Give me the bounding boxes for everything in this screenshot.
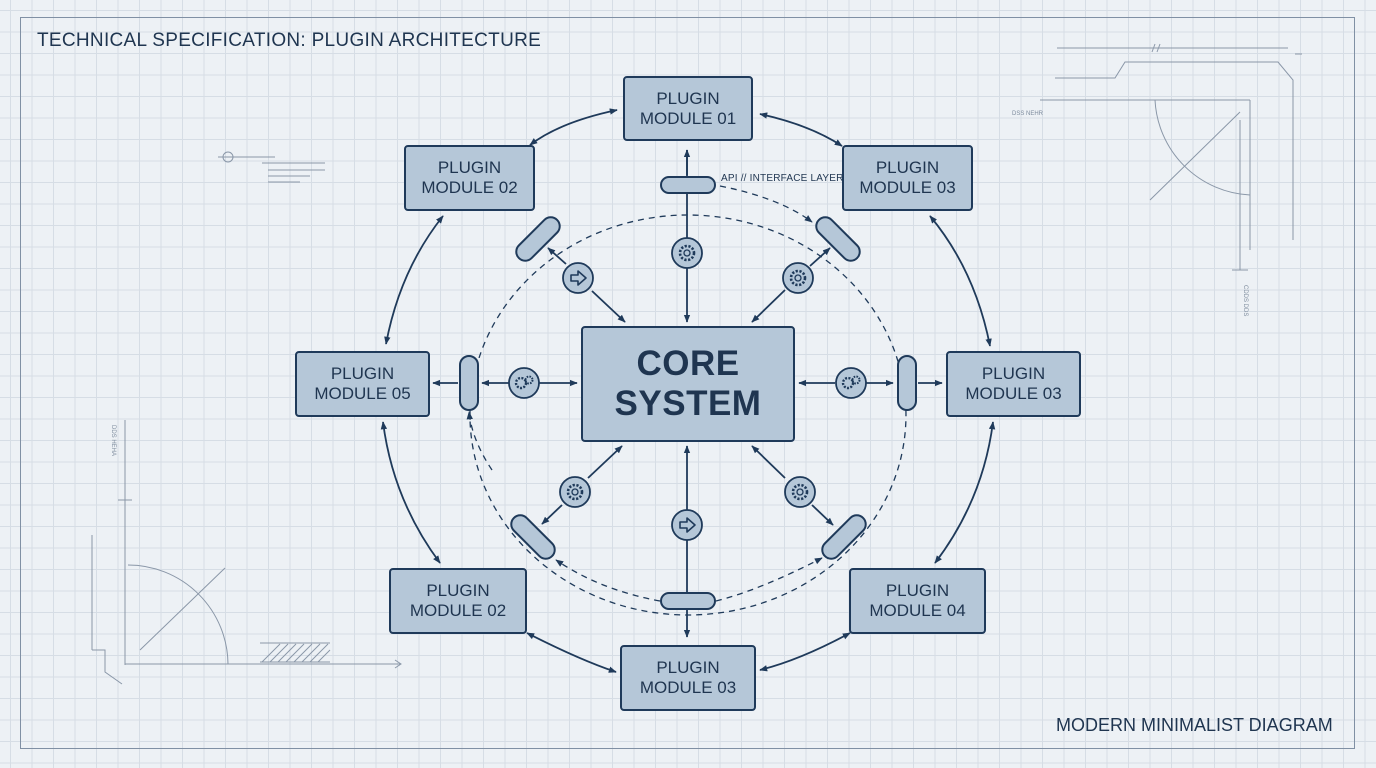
interface-pill-top-left [515,216,561,262]
interface-pill-left [459,355,479,411]
page-title: TECHNICAL SPECIFICATION: PLUGIN ARCHITEC… [37,30,542,51]
connector-m02b-m03b [526,632,617,673]
plugin-module-02-top-left[interactable]: PLUGIN MODULE 02 [404,145,535,211]
module-label-line2: MODULE 02 [421,178,518,197]
interface-pill-bottom-left [510,514,556,560]
dashed-ring-arrow-left [466,411,493,471]
spoke-top-left-a [591,290,626,323]
connector-m03-m03r [929,215,992,347]
plugin-module-03-right[interactable]: PLUGIN MODULE 03 [946,351,1081,417]
spoke-top-right-a [751,289,786,323]
sketch-label-top-right: DSS NEHR [1012,111,1044,117]
spoke-top-left-b [547,247,567,265]
interface-pills [459,176,917,610]
gear-icon-bottom-left [559,476,591,508]
sketch-top-left [218,151,325,183]
module-label-line1: PLUGIN [875,158,940,177]
module-label-line1: PLUGIN [330,364,395,383]
sketch-label-right-side: CDDS DDS [1242,285,1248,316]
plugin-module-03-top-right[interactable]: PLUGIN MODULE 03 [842,145,973,211]
gear-icon-top-right [782,262,814,294]
plugin-module-02-bottom-left[interactable]: PLUGIN MODULE 02 [389,568,527,634]
module-label-line1: PLUGIN [656,658,720,677]
plugin-module-04-bottom-right[interactable]: PLUGIN MODULE 04 [849,568,986,634]
core-label-line1: CORE [636,344,740,383]
connector-m04-m03b [759,632,851,672]
sketch-top-right [1040,43,1302,271]
module-label-line1: PLUGIN [981,364,1046,383]
arrow-right-icon-top-left [562,262,594,294]
dashed-ring-arrow-top-right [719,185,813,223]
core-system-node[interactable]: CORE SYSTEM [581,326,795,442]
connector-m01-m03 [759,112,843,147]
interface-pill-bottom-right [821,514,867,560]
module-label-line1: PLUGIN [426,581,490,600]
sketch-bottom-left [91,420,402,685]
module-label-line1: PLUGIN [656,88,720,108]
module-label-line2: MODULE 03 [639,678,737,697]
interface-pill-bottom [660,592,716,610]
module-label-line2: MODULE 05 [314,384,411,403]
connector-m05-m02b [380,421,441,564]
blueprint-frame [20,17,1355,749]
module-label-line2: MODULE 03 [965,384,1062,403]
module-label-line2: MODULE 03 [859,178,956,197]
gear-icon-right [835,367,867,399]
interface-pill-top [660,176,716,194]
connector-m02-m05 [384,215,444,345]
module-label-line2: MODULE 01 [639,108,737,128]
spoke-bottom-left-b [541,504,563,525]
core-label-line2: SYSTEM [614,384,762,423]
sketch-label-left-side: DDS HEHA [110,425,116,456]
module-label-line1: PLUGIN [437,158,502,177]
spoke-top-right-b [809,247,831,267]
connector-m03r-m04 [934,421,996,564]
footer-label: MODERN MINIMALIST DIAGRAM [1056,715,1333,735]
outer-ring-connectors [380,108,996,673]
plugin-module-05-left[interactable]: PLUGIN MODULE 05 [295,351,430,417]
interface-pill-top-right [815,216,861,262]
dashed-ring-arrow-bottom-left [555,559,661,602]
plugin-module-03-bottom[interactable]: PLUGIN MODULE 03 [620,645,756,711]
plugin-module-01[interactable]: PLUGIN MODULE 01 [623,76,753,141]
module-label-line2: MODULE 04 [869,601,966,620]
spoke-bottom-right-a [751,445,786,479]
gear-icon-top [671,237,703,269]
hatch-pattern [261,643,331,663]
spoke-bottom-left-a [587,445,623,479]
dashed-ring-arrow-bottom-right [715,557,823,602]
connector-m01-m02 [529,108,618,146]
api-interface-label: API // INTERFACE LAYER [721,173,844,184]
arrow-right-icon-bottom [671,509,703,541]
module-label-line1: PLUGIN [885,581,950,600]
gear-icon-bottom-right [784,476,816,508]
module-label-line2: MODULE 02 [409,601,507,620]
spoke-bottom-right-b [811,504,834,526]
gear-icon-left [508,367,540,399]
interface-pill-right [897,355,917,411]
